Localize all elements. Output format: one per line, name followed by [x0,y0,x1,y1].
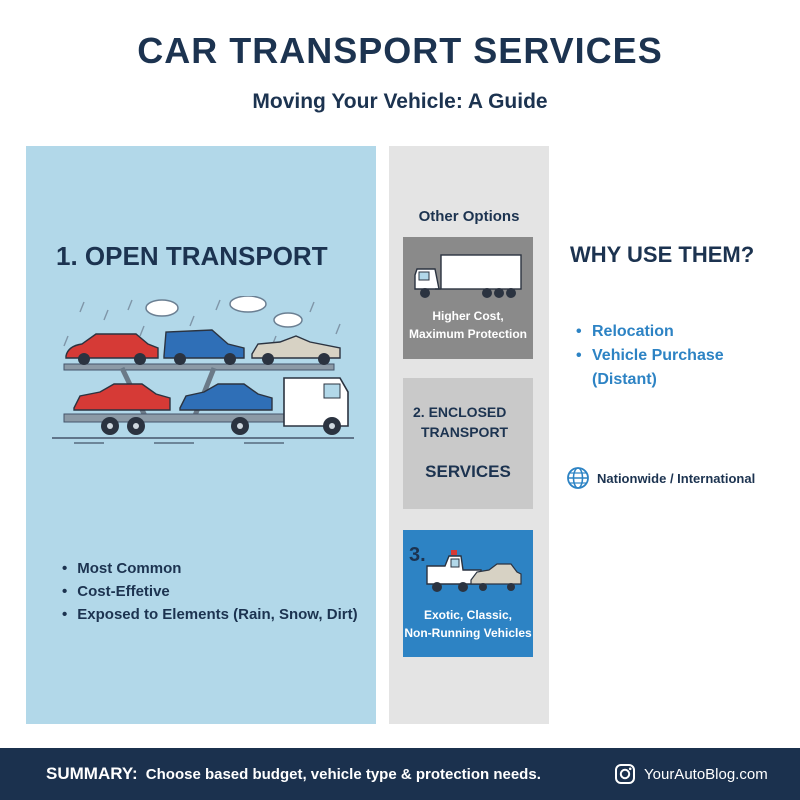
enclosed-caption-line2: Maximum Protection [408,327,528,341]
coverage-row: Nationwide / International [566,466,755,490]
instagram-icon [615,764,635,784]
page-subtitle: Moving Your Vehicle: A Guide [252,90,548,113]
summary-label: SUMMARY: [46,764,138,783]
specialty-caption-line1: Exotic, Classic, [423,608,513,622]
open-transport-panel: 1. OPEN TRANSPORT [26,146,376,724]
blog-link[interactable]: YourAutoBlog.com [614,763,768,785]
reason-continuation: (Distant) [592,371,657,388]
summary-text: Choose based budget, vehicle type & prot… [145,766,541,783]
specialty-caption-line2: Non-Running Vehicles [404,626,532,640]
car-carrier-truck-icon [52,296,354,444]
enclosed-transport-card: Higher Cost, Maximum Protection [403,237,533,359]
summary: SUMMARY: Choose based budget, vehicle ty… [46,764,541,784]
list-item: Exposed to Elements (Rain, Snow, Dirt) [62,606,357,623]
blog-text[interactable]: YourAutoBlog.com [644,765,768,783]
list-item: Vehicle Purchase [576,344,724,368]
other-options-heading: Other Options [418,208,520,225]
specialty-number: 3. [409,544,426,566]
list-item: Relocation [576,320,724,344]
footer: SUMMARY: Choose based budget, vehicle ty… [0,748,800,800]
coverage-text: Nationwide / International [597,470,756,486]
globe-icon [567,467,589,489]
open-transport-heading: 1. OPEN TRANSPORT [56,241,328,271]
list-item: Most Common [62,560,358,577]
enclosed-label-line3: SERVICES [425,462,511,481]
list-item: Cost-Effetive [62,583,358,600]
enclosed-caption-line1: Higher Cost, [432,309,504,323]
reasons-list: Relocation Vehicle Purchase (Distant) [576,320,724,392]
enclosed-transport-label-card: 2. ENCLOSED TRANSPORT SERVICES [403,378,533,509]
other-options-panel: Other Options Higher Cost, Maximum Prote… [389,146,549,724]
tow-truck-icon [426,550,522,592]
open-transport-bullets: Most Common Cost-Effetive Exposed to Ele… [62,560,358,629]
box-truck-icon [414,254,522,298]
specialty-transport-card: 3. Exotic, Classic, Non-Running Vehicles [403,530,533,657]
enclosed-label-line1: 2. ENCLOSED [413,404,507,420]
why-heading: WHY USE THEM? [570,242,755,267]
page-title: CAR TRANSPORT SERVICES [137,30,663,71]
enclosed-label-line2: TRANSPORT [421,424,509,440]
